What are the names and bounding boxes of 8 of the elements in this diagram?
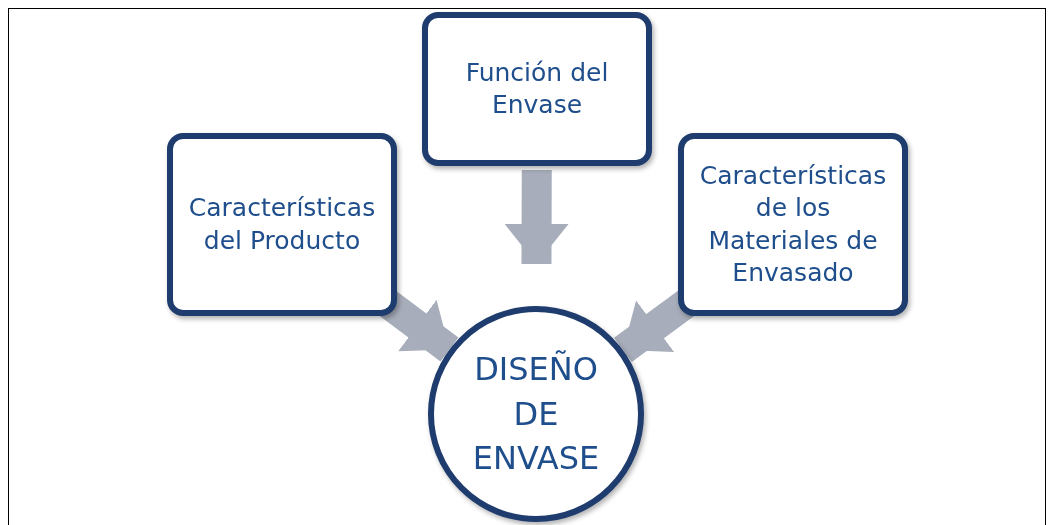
rounded-box: [167, 133, 397, 316]
node-text: DISEÑO DE ENVASE: [471, 348, 601, 480]
node-text: Función del Envase: [464, 56, 610, 121]
rounded-box: [422, 12, 652, 166]
node-text: Características de los Materiales de Envasado: [698, 159, 888, 289]
node-text: Características del Producto: [187, 192, 377, 257]
rounded-box: [678, 133, 908, 316]
block-arrow: [504, 169, 569, 265]
